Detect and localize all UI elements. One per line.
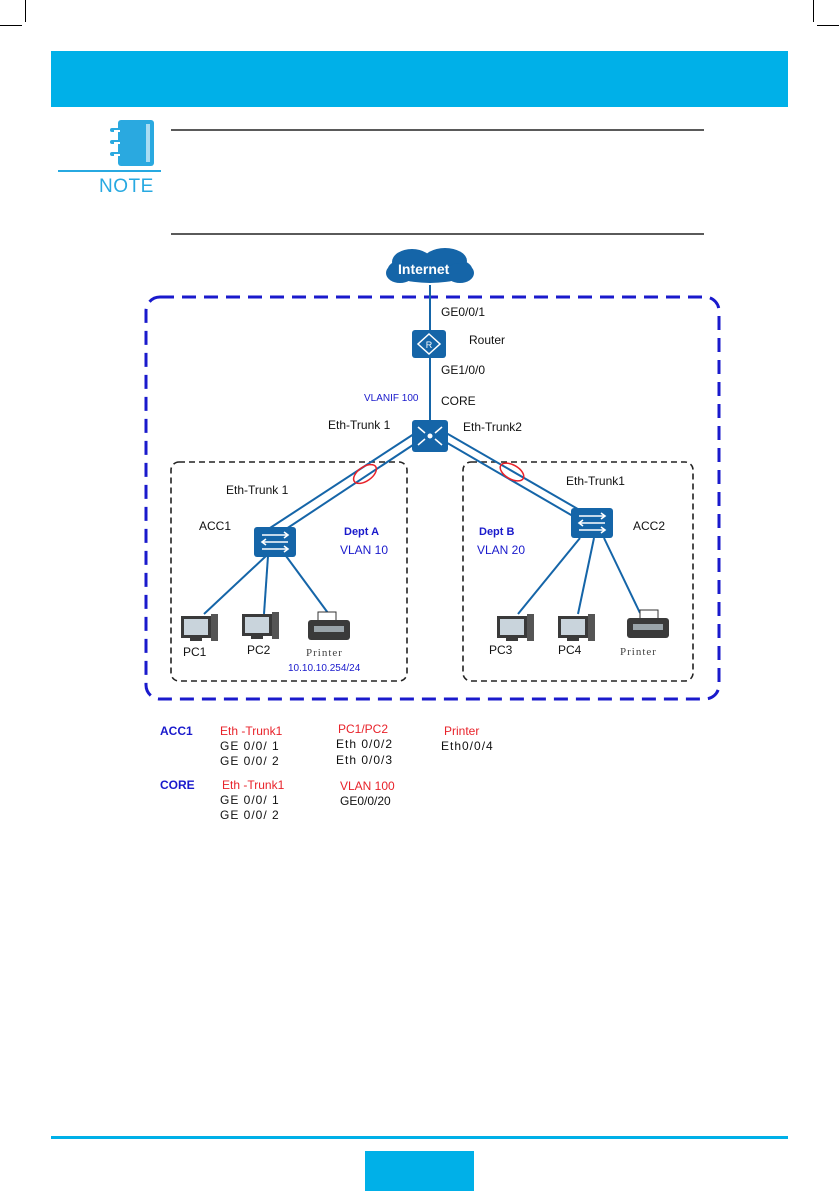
printer-icon [627,609,669,638]
table-acc1-col3-head: Printer [444,724,480,738]
table-core-col2-row: GE0/0/20 [340,794,391,808]
printer-icon [308,611,350,640]
acc2-trunk: Eth-Trunk1 [566,474,625,488]
table-acc1-col1-row: GE 0/0/ 1 [220,739,280,753]
crop-mark [813,0,814,22]
table-acc1-name: ACC1 [160,724,193,738]
printer-ip: 10.10.10.254/24 [288,663,361,674]
pc-icon [181,614,218,641]
table-acc1-col2-row: Eth 0/0/2 [336,737,394,751]
core-trunk-right: Eth-Trunk2 [463,420,522,434]
dept-b-vlan: VLAN 20 [477,543,526,557]
note-rule-top [171,129,704,131]
crop-mark [25,0,26,22]
table-core-col1-row: GE 0/0/ 1 [220,793,280,807]
link-core-acc1-a [269,429,421,529]
dept-a-boundary [170,461,408,682]
link-acc2-pc3 [517,537,581,615]
link-acc1-printer [285,555,329,614]
pc2-label: PC2 [247,643,271,657]
table-core-col2-head: VLAN 100 [340,779,395,793]
table-acc1-col2-head: PC1/PC2 [338,722,389,736]
header-banner [51,51,788,107]
page-number-box [365,1151,474,1191]
table-core-col1-row: GE 0/0/ 2 [220,808,280,822]
pc-icon [558,614,595,641]
footer-line [51,1136,788,1139]
table-acc1-col3-row: Eth0/0/4 [441,739,494,753]
dept-a-vlan: VLAN 10 [340,543,389,557]
internet-cloud-icon [386,248,474,283]
note-rule-bottom [171,233,704,235]
access-switch-icon [571,508,613,538]
link-acc2-pc4 [577,537,595,615]
table-acc1-col2-row: Eth 0/0/3 [336,753,394,767]
trunk-ellipse-right [499,462,525,482]
acc2-name: ACC2 [633,519,666,533]
pc3-label: PC3 [489,643,513,657]
acc1-name: ACC1 [199,519,232,533]
printer-a-label: Printer [306,647,343,659]
trunk-ellipse-left [352,463,378,485]
acc1-trunk: Eth-Trunk 1 [226,483,289,497]
pc4-label: PC4 [558,643,582,657]
pc1-label: PC1 [183,645,207,659]
internet-label: Internet [398,261,450,277]
note-label: NOTE [99,176,154,197]
crop-mark [817,25,839,26]
link-core-acc2-a [440,429,584,513]
table-acc1-col1-head: Eth -Trunk1 [220,724,283,738]
core-switch-icon [412,420,448,452]
dept-a-label: Dept A [344,526,380,538]
note-book-icon [110,120,154,166]
access-switch-icon [254,527,296,557]
link-core-acc1-b [276,436,426,536]
link-acc2-printer [603,537,641,614]
note-underline [58,170,161,172]
printer-b-label: Printer [620,646,657,658]
dept-b-label: Dept B [479,526,515,538]
link-acc1-pc1 [203,555,267,615]
core-vlanif: VLANIF 100 [364,393,419,404]
crop-mark [0,25,22,26]
core-name: CORE [441,394,476,408]
table-core-col1-head: Eth -Trunk1 [222,778,285,792]
core-trunk-left: Eth-Trunk 1 [328,418,391,432]
svg-text:R: R [426,340,433,350]
router-icon: R [412,330,446,358]
router-name: Router [469,333,506,347]
pc-icon [242,612,279,639]
router-port-up: GE0/0/1 [441,305,486,319]
link-acc1-pc2 [263,555,269,615]
table-core-name: CORE [160,778,195,792]
router-port-down: GE1/0/0 [441,363,486,377]
table-acc1-col1-row: GE 0/0/ 2 [220,754,280,768]
campus-boundary [144,295,721,701]
pc-icon [497,614,534,641]
